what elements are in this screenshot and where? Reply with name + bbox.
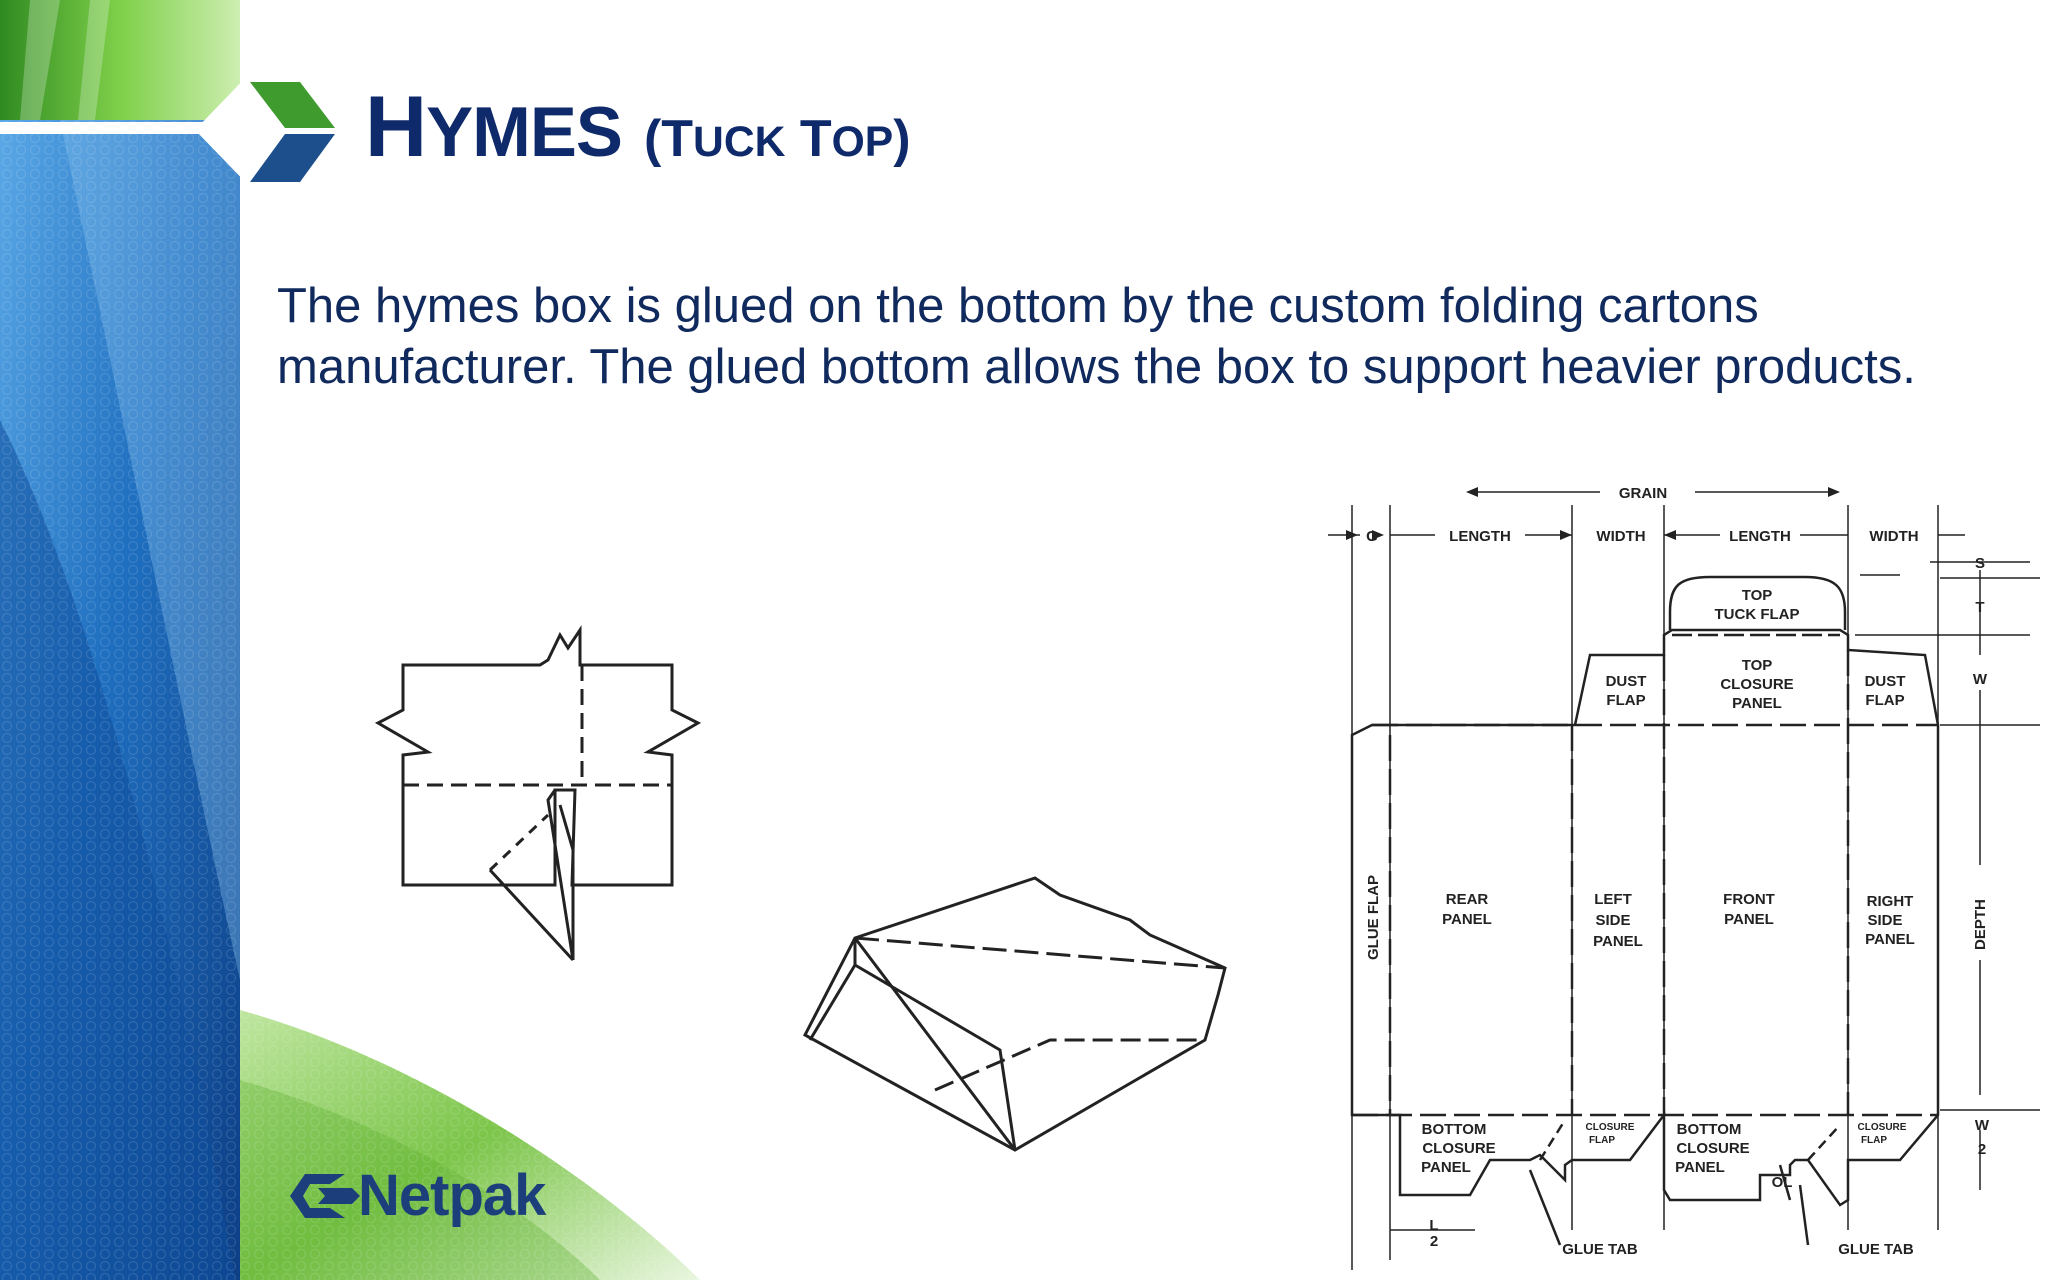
label-closure-flap-left-1: CLOSURE [1586, 1122, 1635, 1133]
label-rear-panel-1: REAR [1446, 891, 1489, 908]
label-left-side-3: PANEL [1593, 933, 1643, 950]
slide-title: HYMES (TUCK TOP) [365, 78, 911, 177]
label-glue-tab-1: GLUE TAB [1562, 1241, 1638, 1258]
label-top-closure-3: PANEL [1732, 695, 1782, 712]
label-bottom-closure-right-3: PANEL [1675, 1159, 1725, 1176]
label-depth: DEPTH [1972, 899, 1989, 950]
label-length-2: LENGTH [1729, 528, 1791, 545]
label-top-closure-1: TOP [1742, 657, 1773, 674]
label-closure-flap-left-2: FLAP [1589, 1135, 1615, 1146]
label-bottom-closure-right-2: CLOSURE [1676, 1140, 1749, 1157]
label-top-tuck-1: TOP [1742, 587, 1773, 604]
label-bottom-closure-left-3: PANEL [1421, 1159, 1471, 1176]
label-w-half-num: W [1975, 1117, 1990, 1134]
netpak-logo-text: Netpak [358, 1163, 546, 1228]
label-left-side-1: LEFT [1594, 891, 1632, 908]
label-ol: OL [1772, 1174, 1793, 1191]
label-t: T [1975, 599, 1984, 616]
label-glue-tab-2: GLUE TAB [1838, 1241, 1914, 1258]
label-closure-flap-right-2: FLAP [1861, 1135, 1887, 1146]
diamond-emblem [195, 68, 345, 192]
label-rear-panel-2: PANEL [1442, 911, 1492, 928]
label-s: S [1975, 555, 1985, 572]
label-l-half-num: L [1429, 1217, 1438, 1234]
label-dust-flap-left-2: FLAP [1606, 692, 1645, 709]
label-top-closure-2: CLOSURE [1720, 676, 1793, 693]
label-length-1: LENGTH [1449, 528, 1511, 545]
label-l-half-den: 2 [1430, 1233, 1438, 1250]
label-right-side-2: SIDE [1867, 912, 1902, 929]
top-green-strip [0, 0, 240, 120]
label-bottom-closure-right-1: BOTTOM [1677, 1121, 1742, 1138]
label-dust-flap-right-1: DUST [1865, 673, 1906, 690]
label-front-panel-1: FRONT [1723, 891, 1775, 908]
title-subtitle: (TUCK TOP) [643, 110, 911, 168]
label-grain: GRAIN [1619, 485, 1667, 502]
label-bottom-closure-left-2: CLOSURE [1422, 1140, 1495, 1157]
label-width-2: WIDTH [1869, 528, 1918, 545]
label-front-panel-2: PANEL [1724, 911, 1774, 928]
label-dust-flap-right-2: FLAP [1865, 692, 1904, 709]
label-w: W [1973, 671, 1988, 688]
label-right-side-3: PANEL [1865, 931, 1915, 948]
slide-body-text: The hymes box is glued on the bottom by … [277, 279, 1916, 394]
label-g: G [1366, 528, 1378, 545]
label-closure-flap-right-1: CLOSURE [1858, 1122, 1907, 1133]
label-dust-flap-left-1: DUST [1606, 673, 1647, 690]
label-right-side-1: RIGHT [1867, 893, 1914, 910]
label-glue-flap: GLUE FLAP [1365, 875, 1382, 960]
label-left-side-2: SIDE [1595, 912, 1630, 929]
label-w-half-den: 2 [1978, 1141, 1986, 1158]
label-top-tuck-2: TUCK FLAP [1715, 606, 1800, 623]
title-main: HYMES [365, 79, 623, 175]
label-width-1: WIDTH [1596, 528, 1645, 545]
label-bottom-closure-left-1: BOTTOM [1422, 1121, 1487, 1138]
